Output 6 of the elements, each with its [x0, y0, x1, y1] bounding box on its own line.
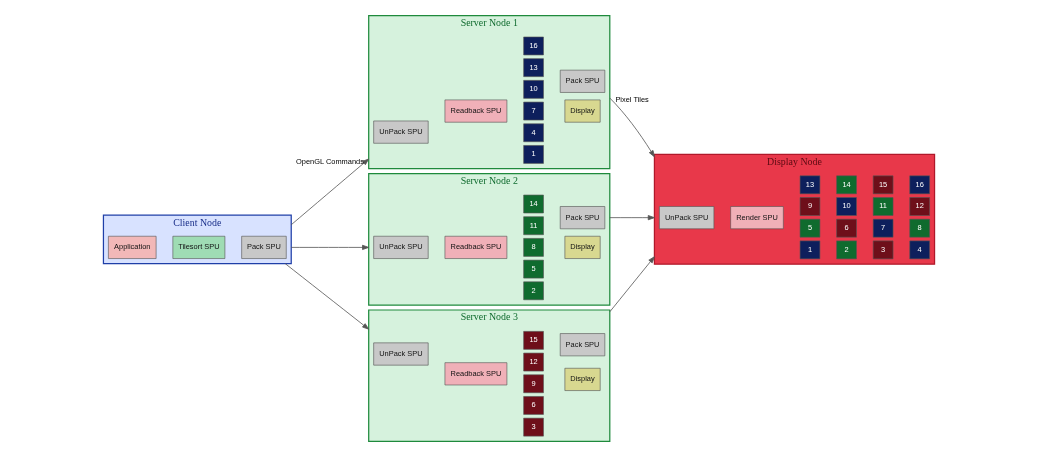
arrow — [608, 97, 655, 158]
arrow — [290, 244, 369, 250]
arrow — [608, 215, 655, 221]
arrow — [284, 263, 369, 330]
arrow — [608, 256, 655, 313]
arrow — [290, 158, 369, 226]
